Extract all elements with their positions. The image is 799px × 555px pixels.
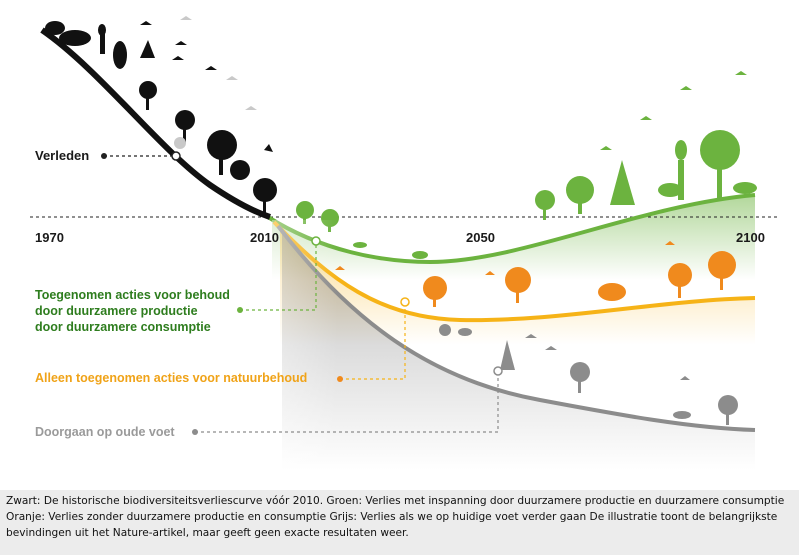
year-label-2050: 2050 bbox=[466, 230, 495, 245]
green-leader bbox=[240, 242, 317, 311]
gray-leader bbox=[195, 372, 499, 433]
orange-leader bbox=[340, 303, 406, 380]
gray-curve-marker bbox=[493, 366, 503, 376]
label-green-line-2: door duurzamere productie bbox=[35, 304, 198, 318]
label-green-line-3: door duurzamere consumptie bbox=[35, 320, 211, 334]
past-curve-marker bbox=[171, 151, 181, 161]
label-green-line-1: Toegenomen acties voor behoud bbox=[35, 288, 230, 302]
orange-curve-marker bbox=[400, 297, 410, 307]
past-marker bbox=[101, 153, 107, 159]
historical-silhouettes bbox=[45, 21, 277, 213]
historical-curve bbox=[40, 27, 271, 220]
year-label-1970: 1970 bbox=[35, 230, 64, 245]
historical-ghost-silhouettes bbox=[174, 16, 257, 149]
fade-overlay bbox=[272, 220, 392, 480]
leader-lines bbox=[104, 155, 499, 433]
orange-future-silhouettes bbox=[335, 241, 736, 307]
caption: Zwart: De historische biodiversiteitsver… bbox=[0, 490, 799, 555]
green-curve-marker bbox=[311, 236, 321, 246]
year-label-2100: 2100 bbox=[736, 230, 765, 245]
green-marker bbox=[237, 307, 243, 313]
label-past: Verleden bbox=[35, 148, 90, 163]
label-green: Toegenomen acties voor behoud door duurz… bbox=[35, 287, 230, 335]
gray-marker bbox=[192, 429, 198, 435]
gray-future-silhouettes bbox=[439, 324, 738, 425]
orange-marker bbox=[337, 376, 343, 382]
orange-scenario-fill bbox=[280, 230, 755, 345]
label-gray: Doorgaan op oude voet bbox=[35, 425, 175, 439]
year-label-2010: 2010 bbox=[250, 230, 279, 245]
gray-scenario-fill bbox=[282, 232, 755, 470]
label-orange: Alleen toegenomen acties voor natuurbeho… bbox=[35, 371, 308, 385]
green-scenario-fill bbox=[272, 195, 755, 280]
biodiversity-curve-illustration bbox=[30, 16, 780, 480]
